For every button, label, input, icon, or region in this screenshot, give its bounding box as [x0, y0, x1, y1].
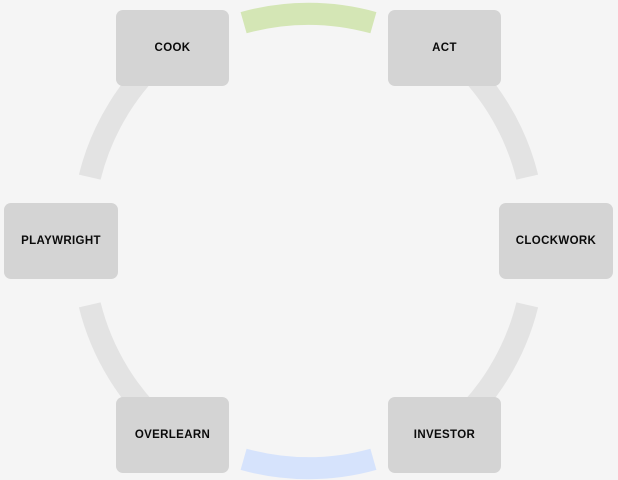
node-playwright[interactable]: PLAYWRIGHT — [4, 203, 118, 279]
node-playwright-label: PLAYWRIGHT — [21, 234, 101, 247]
node-investor[interactable]: INVESTOR — [388, 397, 501, 473]
node-clockwork[interactable]: CLOCKWORK — [499, 203, 613, 279]
node-clockwork-label: CLOCKWORK — [515, 234, 597, 247]
connector-cook-to-act — [240, 2, 377, 34]
node-act-label: ACT — [432, 41, 457, 54]
node-cook[interactable]: COOK — [116, 10, 229, 86]
node-cook-label: COOK — [154, 41, 191, 54]
connector-investor-to-overlearn — [240, 448, 377, 480]
node-investor-label: INVESTOR — [413, 428, 476, 441]
node-overlearn-label: OVERLEARN — [134, 428, 211, 441]
node-overlearn[interactable]: OVERLEARN — [116, 397, 229, 473]
node-act[interactable]: ACT — [388, 10, 501, 86]
